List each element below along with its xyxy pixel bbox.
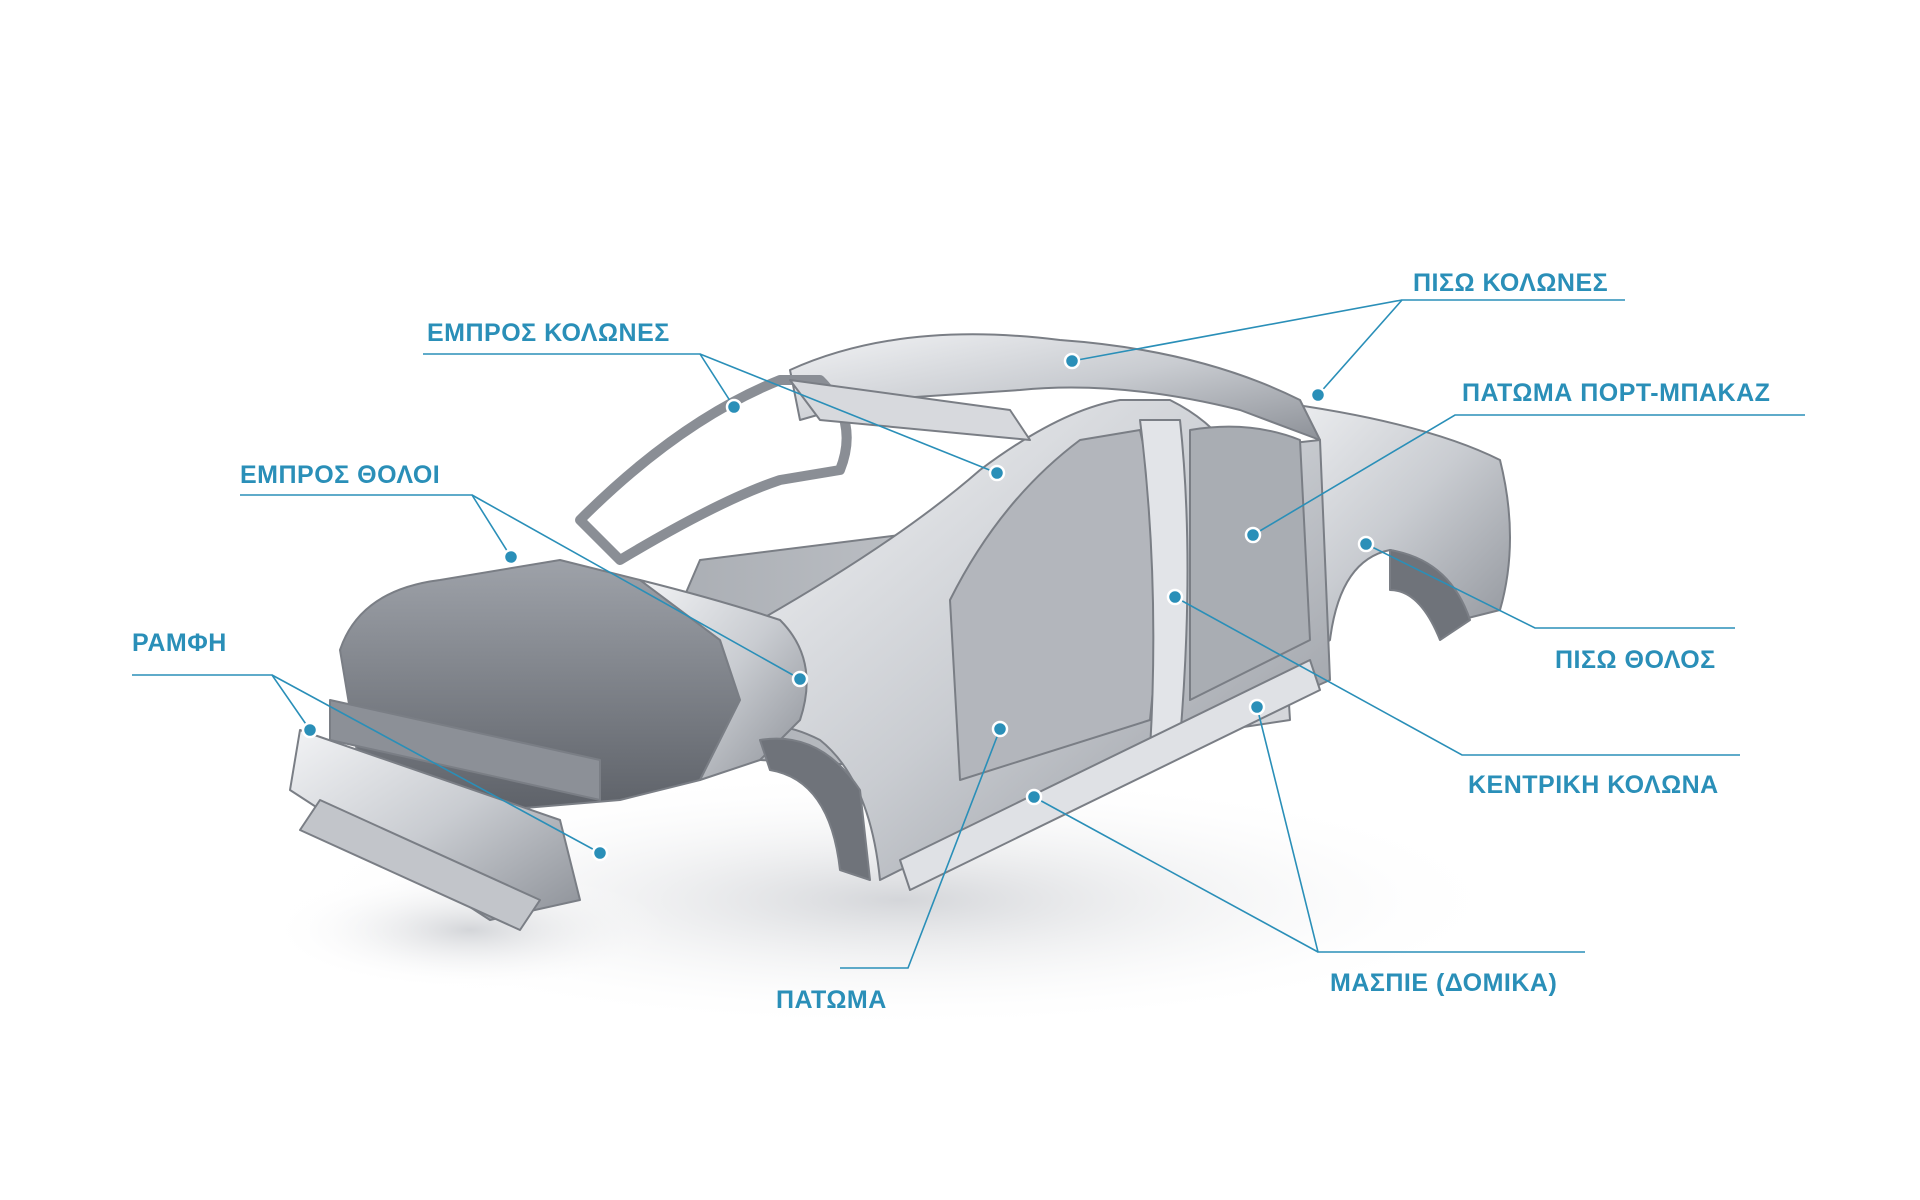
- label-front-pillars: ΕΜΠΡΟΣ ΚΟΛΩΝΕΣ: [427, 319, 670, 347]
- dot-seam-1: [301, 721, 319, 739]
- dot-floor: [991, 720, 1009, 738]
- leader-floor: [840, 728, 1001, 969]
- dot-front-dome-2: [791, 670, 809, 688]
- leader-rear-pillars-b: [1071, 299, 1403, 362]
- dot-front-pillar-1: [725, 398, 743, 416]
- label-seam: ΡΑΜΦΗ: [132, 629, 227, 657]
- radiator-support: [329, 699, 601, 801]
- leader-seam-b: [271, 674, 601, 854]
- leader-front-domes-a: [240, 494, 512, 558]
- sill-shape: [899, 659, 1321, 891]
- dot-front-dome-1: [502, 548, 520, 566]
- front-apron: [639, 579, 808, 781]
- label-center-pillar: ΚΕΝΤΡΙΚΗ ΚΟΛΩΝΑ: [1468, 771, 1719, 799]
- leader-seam-a: [132, 674, 311, 731]
- label-rear-dome: ΠΙΣΩ ΘΟΛΟΣ: [1555, 646, 1716, 674]
- leader-sills-b: [1033, 796, 1319, 953]
- label-rear-pillars: ΠΙΣΩ ΚΟΛΩΝΕΣ: [1413, 269, 1609, 297]
- rear-door-opening: [1189, 425, 1311, 701]
- leader-front-domes-b: [471, 494, 801, 680]
- dot-sill-1: [1248, 698, 1266, 716]
- dot-front-pillar-2: [988, 464, 1006, 482]
- car-body: [289, 333, 1511, 931]
- leader-rear-dome: [1365, 543, 1735, 629]
- label-sills: ΜΑΣΠΙΕ (ΔΟΜΙΚΑ): [1330, 969, 1558, 997]
- dot-sill-2: [1025, 788, 1043, 806]
- leader-front-pillars-b: [699, 353, 998, 474]
- dot-seam-2: [591, 844, 609, 862]
- leader-front-pillars-a: [423, 353, 735, 408]
- a-pillar-shape: [789, 379, 1031, 441]
- marker-dots: [301, 352, 1375, 862]
- roof-frame: [789, 333, 1321, 441]
- rear-wheel-arch: [1389, 549, 1471, 641]
- leader-lines: [132, 299, 1805, 969]
- bumper-lower: [299, 799, 541, 931]
- leader-center-pillar: [1174, 596, 1740, 756]
- label-front-domes: ΕΜΠΡΟΣ ΘΟΛΟΙ: [240, 461, 441, 489]
- front-wheel-arch: [759, 737, 871, 881]
- leader-trunk-floor: [1252, 414, 1805, 536]
- label-trunk-floor: ΠΑΤΩΜΑ ΠΟΡΤ-ΜΠΑΚΑΖ: [1462, 379, 1771, 407]
- dot-trunk-floor: [1244, 526, 1262, 544]
- bumper-beam: [289, 729, 581, 921]
- dot-rear-dome: [1357, 535, 1375, 553]
- dot-rear-pillar-1: [1309, 386, 1327, 404]
- dot-rear-pillar-2: [1063, 352, 1081, 370]
- dot-center-pillar: [1166, 588, 1184, 606]
- label-floor: ΠΑΤΩΜΑ: [776, 986, 887, 1014]
